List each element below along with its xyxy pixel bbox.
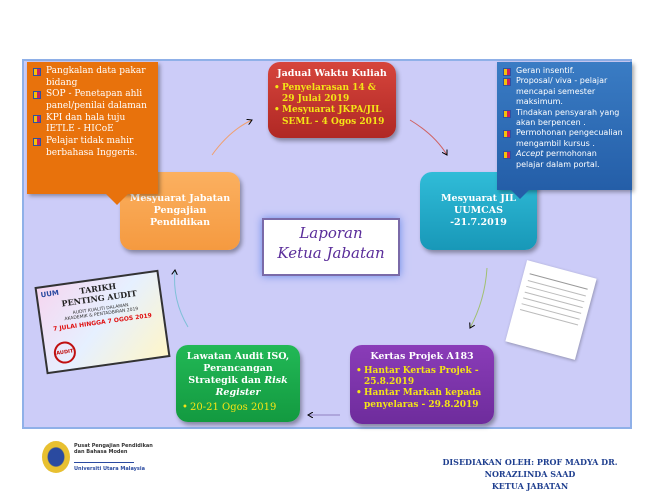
blue-callout: Geran insentif. Proposal/ viva - pelajar…: [497, 62, 632, 190]
audit-iso-box: Lawatan Audit ISO, Perancangan Strategik…: [176, 345, 300, 422]
list-item: KPI dan hala tuju IETLE - HICoE: [33, 113, 152, 136]
callout-tail: [510, 189, 530, 199]
bullet-icon: [503, 78, 511, 87]
list-item: Mesyuarat JKPA/JIL SEML - 4 Ogos 2019: [274, 105, 390, 128]
bullet-icon: [33, 68, 41, 76]
item-text: Geran insentif.: [516, 66, 575, 75]
audit-poster: UUM TARIKH PENTING AUDIT AUDIT KUALITI D…: [34, 269, 171, 375]
list-item: Pangkalan data pakar bidang: [33, 66, 152, 89]
bullet-icon: [33, 91, 41, 100]
bullet-icon: [33, 138, 41, 147]
item-text: Pangkalan data pakar bidang: [46, 66, 146, 88]
list-item: Hantar Markah kepada penyelaras - 29.8.2…: [356, 388, 488, 411]
callout-tail: [105, 193, 129, 205]
list-item: 20-21 Ogos 2019: [182, 402, 294, 415]
list-item: Permohonan pengecualian mengambil kursus…: [503, 128, 626, 149]
bullet-icon: [503, 109, 511, 118]
center-line1: Laporan: [299, 224, 363, 242]
bullet-icon: [503, 151, 511, 160]
jil-title: Mesyuarat JIL UUMCAS -21.7.2019: [441, 193, 516, 228]
item-text: SOP - Penetapan ahli panel/penilai dalam…: [46, 89, 147, 112]
item-italic: Accept: [516, 149, 544, 159]
item-text: Pelajar tidak mahir berbahasa Inggeris.: [46, 136, 138, 158]
bullet-icon: [503, 68, 511, 76]
arrow-blue: [175, 270, 189, 328]
item-text: KPI dan hala tuju IETLE - HICoE: [46, 112, 126, 135]
jabatan-title: Mesyuarat Jabatan Pengajian Pendidikan: [129, 193, 231, 228]
projek-title: Kertas Projek A183: [370, 351, 474, 362]
jadual-box: Jadual Waktu Kuliah Penyelarasan 14 & 29…: [268, 62, 396, 138]
center-title-box: Laporan Ketua Jabatan: [262, 218, 400, 276]
list-item: Proposal/ viva - pelajar mencapai semest…: [503, 76, 626, 107]
center-line2: Ketua Jabatan: [277, 243, 385, 262]
arrow-green: [470, 267, 488, 328]
item-text: Proposal/ viva - pelajar mencapai semest…: [516, 76, 608, 107]
audit-title: Lawatan Audit ISO, Perancangan Strategik…: [182, 351, 294, 399]
footer-prepared-by: DISEDIAKAN OLEH: PROF MADYA DR. NORAZLIN…: [430, 456, 630, 492]
bullet-icon: [33, 114, 41, 123]
position: KETUA JABATAN: [491, 481, 569, 491]
university-name: Universiti Utara Malaysia: [74, 465, 145, 472]
orange-callout: Pangkalan data pakar bidang SOP - Peneta…: [27, 62, 158, 194]
arrow-red: [409, 119, 447, 155]
uum-logo-icon: [42, 441, 70, 473]
jabatan-meeting-box: Mesyuarat Jabatan Pengajian Pendidikan: [120, 172, 240, 250]
list-item: Pelajar tidak mahir berbahasa Inggeris.: [33, 136, 152, 159]
list-item: Geran insentif.: [503, 66, 626, 76]
item-text: Tindakan pensyarah yang akan berpencen .: [516, 107, 620, 127]
kertas-projek-box: Kertas Projek A183 Hantar Kertas Projek …: [350, 345, 494, 424]
audit-title-text: Lawatan Audit ISO, Perancangan Strategik…: [186, 351, 290, 386]
audit-title-italic: Risk Register: [215, 374, 288, 398]
audit-stamp-icon: AUDIT: [52, 340, 78, 365]
list-item: Tindakan pensyarah yang akan berpencen .: [503, 108, 626, 129]
list-item: Accept permohonan pelajar dalam portal.: [503, 149, 626, 170]
logo-line1: Pusat Pengajian Pendidikan: [74, 443, 153, 449]
list-item: Hantar Kertas Projek - 25.8.2019: [356, 366, 488, 389]
list-item: Penyelarasan 14 & 29 Julai 2019: [274, 83, 390, 106]
bullet-icon: [503, 130, 511, 139]
item-text: permohonan pelajar dalam portal.: [516, 149, 600, 169]
item-text: Permohonan pengecualian mengambil kursus…: [516, 128, 623, 148]
jadual-title: Jadual Waktu Kuliah: [277, 68, 387, 79]
list-item: SOP - Penetapan ahli panel/penilai dalam…: [33, 89, 152, 112]
logo-line2: dan Bahasa Moden: [74, 449, 128, 456]
footer-logo-text: Pusat Pengajian Pendidikan dan Bahasa Mo…: [74, 443, 153, 472]
prepared-by: DISEDIAKAN OLEH: PROF MADYA DR. NORAZLIN…: [442, 457, 618, 479]
arrow-orange: [211, 120, 252, 156]
